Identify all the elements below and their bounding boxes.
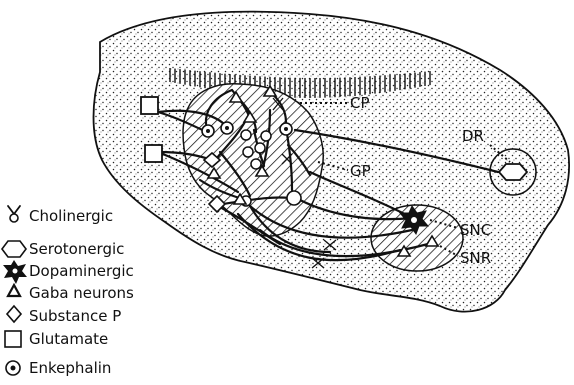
cell-body	[251, 159, 261, 169]
label-dr: DR	[462, 127, 484, 145]
label-snr: SNR	[460, 249, 491, 267]
gaba-icon	[8, 285, 20, 296]
cell-body	[261, 131, 271, 141]
serotonergic-icon	[2, 241, 26, 257]
enkephalin-neuron-icon	[221, 122, 233, 134]
legend-label: Substance P	[29, 307, 121, 325]
dopaminergic-icon	[3, 260, 27, 284]
legend-label: Glutamate	[29, 330, 108, 348]
cell-body	[243, 147, 253, 157]
legend-label: Enkephalin	[29, 359, 111, 377]
legend-label: Gaba neurons	[29, 284, 134, 302]
cell-body	[241, 130, 251, 140]
label-snc: SNC	[460, 221, 491, 239]
enkephalin-icon	[6, 361, 20, 375]
serotonergic-neuron-icon	[499, 164, 527, 180]
glutamate-neuron-icon	[141, 97, 158, 114]
glutamate-neuron-icon	[145, 145, 162, 162]
cell-body	[255, 143, 265, 153]
enkephalin-neuron-icon	[280, 123, 292, 135]
legend-label: Serotonergic	[29, 240, 124, 258]
cholinergic-icon	[8, 206, 20, 222]
label-cp: CP	[350, 94, 370, 112]
legend-label: Cholinergic	[29, 207, 113, 225]
glutamate-icon	[5, 331, 21, 347]
legend: Cholinergic Serotonergic Dopaminergic Ga…	[2, 206, 134, 377]
cell-body	[287, 191, 301, 205]
legend-label: Dopaminergic	[29, 262, 134, 280]
label-gp: GP	[350, 162, 371, 180]
substance-p-icon	[7, 306, 21, 322]
enkephalin-neuron-icon	[202, 125, 214, 137]
